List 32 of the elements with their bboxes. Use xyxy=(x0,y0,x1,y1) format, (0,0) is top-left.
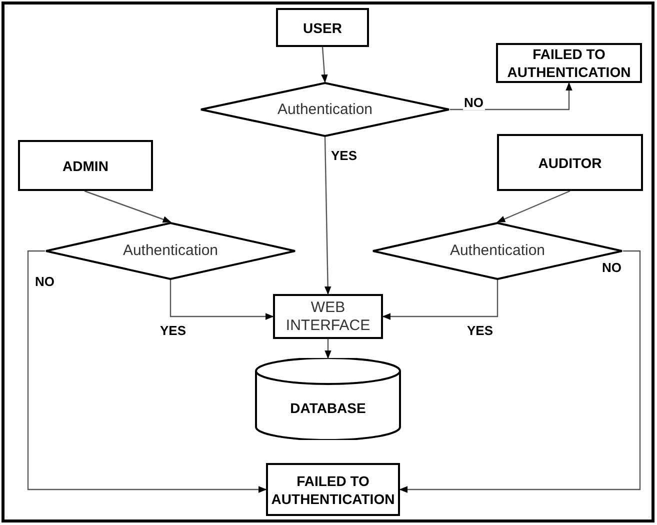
arrow xyxy=(84,190,172,223)
node-text: FAILED TO AUTHENTICATION xyxy=(506,45,632,81)
node-text: DATABASE xyxy=(290,399,366,417)
edge-label: YES xyxy=(159,323,188,338)
process-box xyxy=(276,8,369,47)
process-box xyxy=(497,134,643,191)
edge-label: YES xyxy=(330,148,358,163)
node-text: WEB INTERFACE xyxy=(284,298,372,334)
edge-label: NO xyxy=(463,95,484,110)
arrow xyxy=(382,280,498,320)
arrow xyxy=(324,136,332,295)
process-box xyxy=(266,463,400,516)
node-text: ADMIN xyxy=(62,156,108,174)
arrow xyxy=(450,82,572,110)
node-text: Authentication xyxy=(122,242,218,260)
node-text: Authentication xyxy=(277,100,373,118)
arrow xyxy=(170,280,274,320)
arrow xyxy=(321,46,328,83)
node-text: FAILED TO AUTHENTICATION xyxy=(270,472,396,508)
arrow xyxy=(324,339,332,359)
edge-label: NO xyxy=(601,260,622,275)
node-text: AUDITOR xyxy=(538,154,602,172)
arrow xyxy=(496,190,570,223)
edge-label: NO xyxy=(34,274,56,289)
process-box xyxy=(18,140,153,191)
node-text: Authentication xyxy=(450,242,546,260)
process-box xyxy=(496,43,642,83)
arrow xyxy=(399,250,641,493)
edge-label: YES xyxy=(466,323,494,338)
process-box xyxy=(273,294,383,339)
arrow xyxy=(27,250,267,493)
node-text: USER xyxy=(303,18,342,36)
